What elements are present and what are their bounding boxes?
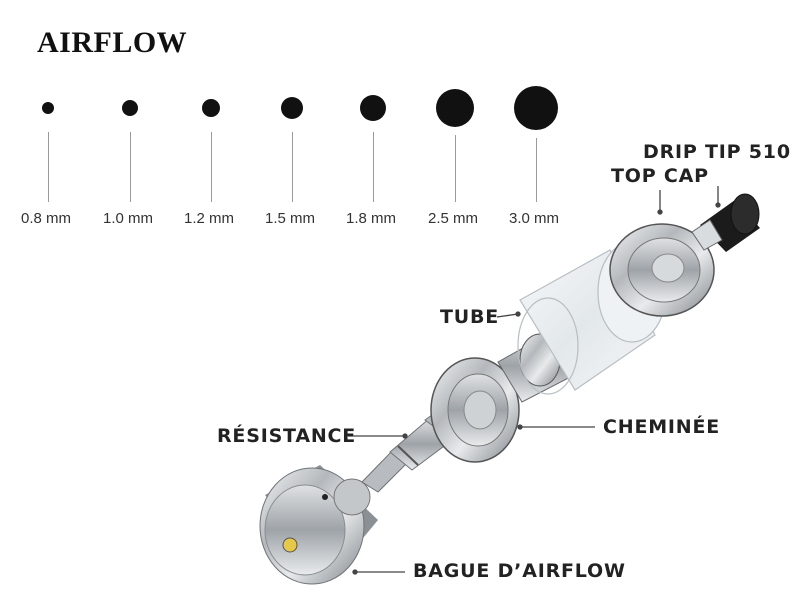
hole-stem [455, 135, 456, 202]
hole-dot [514, 86, 558, 130]
hole-size-label: 1.2 mm [184, 210, 235, 227]
hole-stem [130, 132, 131, 202]
hole-stem [211, 132, 212, 202]
tube-label: TUBE [440, 306, 500, 328]
hole-stem [48, 132, 49, 202]
drip-tip-label: DRIP TIP 510 [643, 141, 791, 163]
coil-label: RÉSISTANCE [217, 425, 357, 447]
page-title: AIRFLOW [37, 26, 188, 59]
hole-dot [436, 89, 474, 127]
drip-tip-part [691, 193, 760, 252]
hole-size-label: 1.5 mm [265, 210, 316, 227]
hole-stem [292, 132, 293, 202]
hole-dot [202, 99, 220, 117]
airflow-ring-part [259, 465, 378, 585]
hole-size-label: 2.5 mm [428, 210, 479, 227]
airflow-ring-label: BAGUE D’AIRFLOW [413, 560, 626, 582]
hole-dot [281, 97, 303, 119]
airflow-size-row: 0.8 mm 1.0 mm 1.2 mm 1.5 mm 1.8 mm 2.5 m… [0, 80, 800, 240]
hole-dot [360, 95, 386, 121]
chimney-label: CHEMINÉE [603, 416, 721, 438]
top-cap-part [609, 223, 715, 317]
chimney-part [430, 329, 581, 463]
hole-size-label: 1.8 mm [346, 210, 397, 227]
hole-stem [373, 132, 374, 202]
hole-stem [536, 138, 537, 202]
hole-size-label: 1.0 mm [103, 210, 154, 227]
hole-dot [42, 102, 54, 114]
hole-size-label: 3.0 mm [509, 210, 560, 227]
callout-leaders [348, 186, 721, 575]
hole-size-label: 0.8 mm [21, 210, 72, 227]
hole-dot [122, 100, 138, 116]
top-cap-label: TOP CAP [611, 165, 709, 187]
